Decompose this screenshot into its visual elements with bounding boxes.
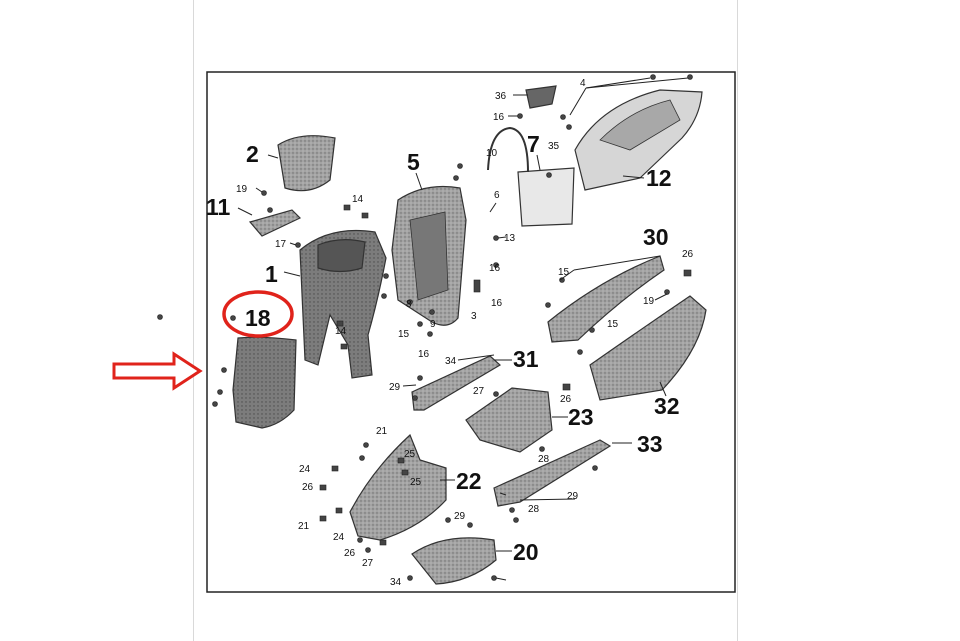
callout-label-24: 24	[333, 532, 345, 543]
part-label-1: 1	[265, 261, 278, 287]
part-label-30: 30	[643, 224, 669, 250]
callout-label-8: 8	[406, 299, 412, 310]
part-32-side-cover[interactable]	[589, 295, 707, 401]
part-label-12: 12	[646, 165, 672, 191]
part-label-31: 31	[513, 346, 539, 372]
callout-label-28: 28	[538, 454, 550, 465]
part-33-strip[interactable]	[493, 439, 612, 507]
callout-label-15: 15	[607, 319, 619, 330]
callout-label-16: 16	[418, 349, 430, 360]
callout-label-16: 16	[493, 112, 505, 123]
part-label-18: 18	[245, 305, 271, 331]
leader-lines	[255, 77, 689, 581]
callout-label-27: 27	[473, 386, 485, 397]
hardware-screws	[157, 74, 693, 581]
callout-label-24: 24	[299, 464, 311, 475]
callout-label-4: 4	[580, 78, 586, 89]
callout-label-34: 34	[390, 577, 402, 588]
part-label-11: 11	[206, 194, 231, 220]
part-label-22: 22	[456, 468, 482, 494]
callout-label-16: 16	[491, 298, 503, 309]
callout-label-3: 3	[471, 311, 477, 322]
part-31-strip[interactable]	[411, 355, 502, 411]
callout-label-10: 10	[486, 148, 498, 159]
callout-label-14: 14	[352, 194, 364, 205]
part-label-5: 5	[407, 149, 420, 175]
callout-label-29: 29	[567, 491, 579, 502]
callout-label-29: 29	[454, 511, 466, 522]
callout-label-26: 26	[560, 394, 572, 405]
diagram-frame	[206, 71, 736, 593]
callout-label-6: 6	[494, 190, 500, 201]
callout-label-26: 26	[344, 548, 356, 559]
callout-label-16: 16	[489, 263, 501, 274]
part-18-inner-panel[interactable]	[232, 336, 297, 429]
callout-label-25: 25	[404, 449, 416, 460]
highlight-circle	[222, 290, 294, 338]
callout-label-26: 26	[302, 482, 314, 493]
callout-label-17: 17	[275, 239, 287, 250]
part-23-box[interactable]	[465, 387, 553, 453]
callout-label-34: 34	[445, 356, 457, 367]
callout-label-25: 25	[410, 477, 422, 488]
part-2-visor[interactable]	[277, 135, 336, 192]
callout-label-36: 36	[495, 91, 507, 102]
callout-label-29: 29	[389, 382, 401, 393]
page-edge-left	[193, 0, 194, 641]
callout-label-28: 28	[528, 504, 540, 515]
callout-label-19: 19	[643, 296, 655, 307]
callout-label-35: 35	[548, 141, 560, 152]
callout-label-21: 21	[376, 426, 388, 437]
callout-label-13: 13	[504, 233, 516, 244]
part-7-panel[interactable]	[517, 167, 575, 227]
callout-label-21: 21	[298, 521, 310, 532]
part-36-clip[interactable]	[525, 85, 557, 109]
callout-label-26: 26	[682, 249, 694, 260]
callout-label-15: 15	[558, 267, 570, 278]
callout-label-19: 19	[236, 184, 248, 195]
part-5-inner-cover[interactable]	[391, 185, 467, 326]
part-20-bottom-cover[interactable]	[411, 537, 497, 585]
part-label-20: 20	[513, 539, 539, 565]
red-pointer-arrow	[112, 351, 203, 391]
part-label-33: 33	[637, 431, 663, 457]
callout-label-9: 9	[430, 319, 436, 330]
part-12-seat-tray[interactable]	[574, 89, 703, 191]
part-30-side-rail[interactable]	[547, 255, 665, 343]
part-11-bracket[interactable]	[248, 209, 302, 237]
part-22-floor-panel[interactable]	[349, 433, 447, 541]
part-label-23: 23	[568, 404, 594, 430]
part-10-rod[interactable]	[487, 126, 529, 173]
page-edge-right	[737, 0, 738, 641]
part-label-2: 2	[246, 141, 259, 167]
callout-label-15: 15	[398, 329, 410, 340]
part-1-front-shield[interactable]	[299, 229, 387, 379]
part-label-32: 32	[654, 393, 680, 419]
callout-label-14: 14	[335, 326, 347, 337]
part-label-7: 7	[527, 131, 540, 157]
callout-label-27: 27	[362, 558, 374, 569]
